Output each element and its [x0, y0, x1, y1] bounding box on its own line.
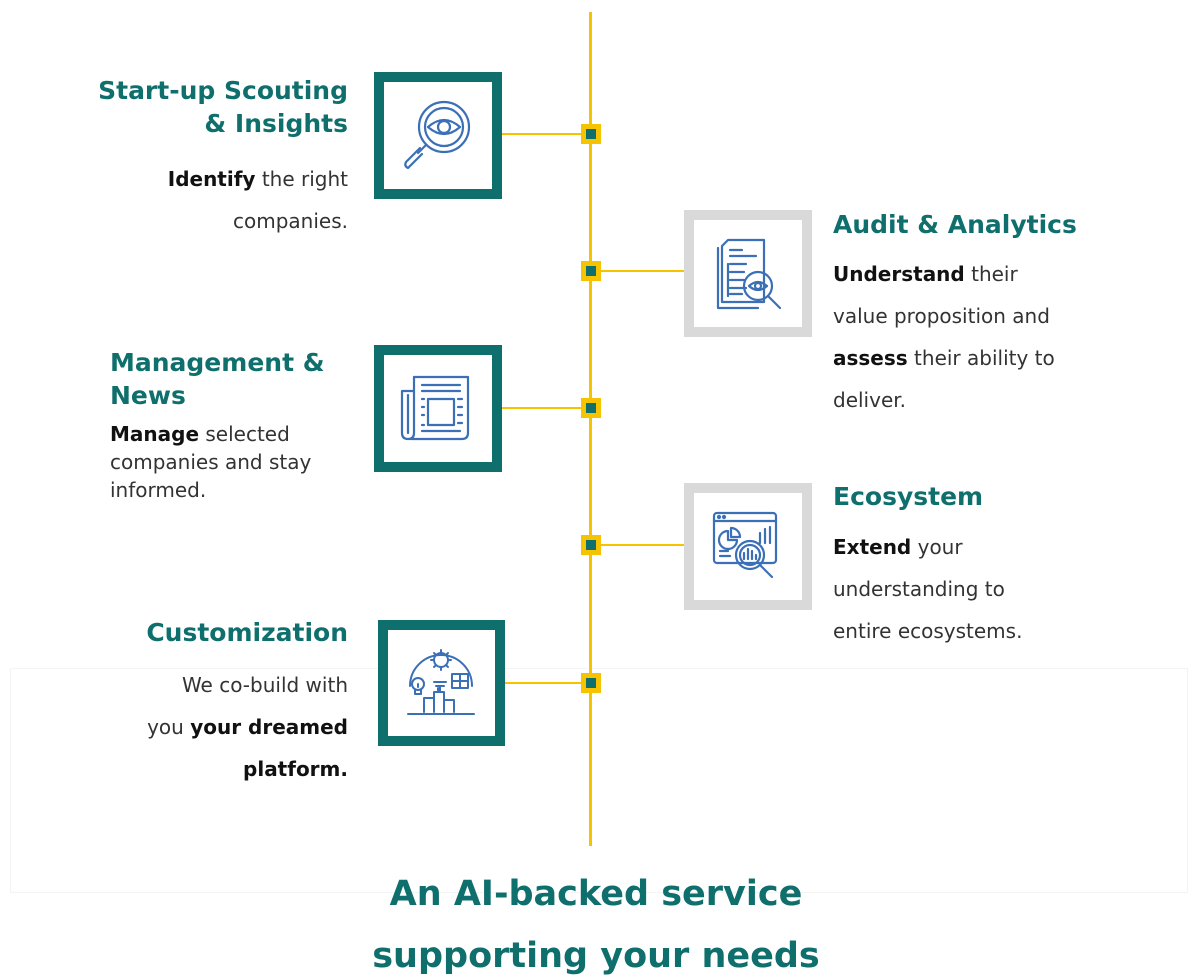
audit-desc-bold2: assess — [833, 346, 908, 370]
footer-line1: An AI-backed service — [389, 874, 803, 914]
connector-customization — [504, 682, 590, 684]
scouting-title-line2: & Insights — [204, 109, 348, 138]
scouting-title: Start-up Scouting & Insights — [60, 74, 348, 140]
customization-description: We co-build with you your dreamed platfo… — [60, 664, 348, 790]
scouting-icon-box — [374, 72, 502, 199]
connector-scouting — [500, 133, 590, 135]
audit-desc-rest2: their ability to — [907, 346, 1055, 370]
management-icon-box — [374, 345, 502, 472]
background-panel — [10, 668, 1188, 893]
management-desc-rest: selected — [199, 422, 290, 446]
audit-icon-box — [684, 210, 812, 337]
management-description: Manage selected companies and stay infor… — [110, 420, 360, 504]
audit-desc-rest: their — [964, 262, 1018, 286]
scouting-desc-bold: Identify — [167, 167, 256, 191]
connector-audit — [592, 270, 684, 272]
management-title-line1: Management & — [110, 348, 325, 377]
management-title-line2: News — [110, 381, 186, 410]
customization-desc-bold2: platform. — [243, 757, 348, 781]
customization-icon-box — [378, 620, 505, 746]
ecosystem-title: Ecosystem — [833, 482, 984, 511]
management-title: Management & News — [110, 346, 360, 412]
analytics-search-icon — [712, 511, 778, 579]
customization-desc-bold: your dreamed — [190, 715, 348, 739]
audit-desc-line2: value proposition and — [833, 304, 1050, 328]
ecosystem-desc-bold: Extend — [833, 535, 912, 559]
audit-title: Audit & Analytics — [833, 210, 1077, 239]
management-desc-line3: informed. — [110, 478, 207, 502]
document-audit-icon — [716, 238, 782, 310]
customization-title: Customization — [146, 618, 348, 647]
scouting-desc-line2: companies. — [233, 209, 348, 233]
management-desc-line2: companies and stay — [110, 450, 312, 474]
timeline-line — [589, 12, 592, 846]
ecosystem-desc-rest: your — [911, 535, 963, 559]
ecosystem-desc-line3: entire ecosystems. — [833, 619, 1023, 643]
audit-desc-bold: Understand — [833, 262, 965, 286]
scouting-desc-rest: the right — [255, 167, 348, 191]
timeline-node-1 — [581, 124, 601, 144]
connector-ecosystem — [592, 544, 684, 546]
ecosystem-description: Extend your understanding to entire ecos… — [833, 526, 1173, 652]
magnifier-eye-icon — [404, 100, 471, 170]
footer-line2: supporting your needs — [372, 936, 820, 976]
customization-desc-line1: We co-build with — [181, 673, 348, 697]
ecosystem-icon-box — [684, 483, 812, 610]
timeline-node-3 — [581, 398, 601, 418]
newspaper-icon — [400, 375, 470, 441]
connector-management — [500, 407, 590, 409]
timeline-node-2 — [581, 261, 601, 281]
timeline-node-4 — [581, 535, 601, 555]
smart-city-icon — [407, 649, 475, 715]
management-desc-bold: Manage — [110, 422, 200, 446]
ecosystem-desc-line2: understanding to — [833, 577, 1005, 601]
scouting-description: Identify the right companies. — [60, 158, 348, 242]
timeline-node-5 — [581, 673, 601, 693]
audit-desc-line4: deliver. — [833, 388, 906, 412]
scouting-title-line1: Start-up Scouting — [98, 76, 348, 105]
audit-description: Understand their value proposition and a… — [833, 253, 1173, 421]
customization-desc-plain: you — [147, 715, 191, 739]
